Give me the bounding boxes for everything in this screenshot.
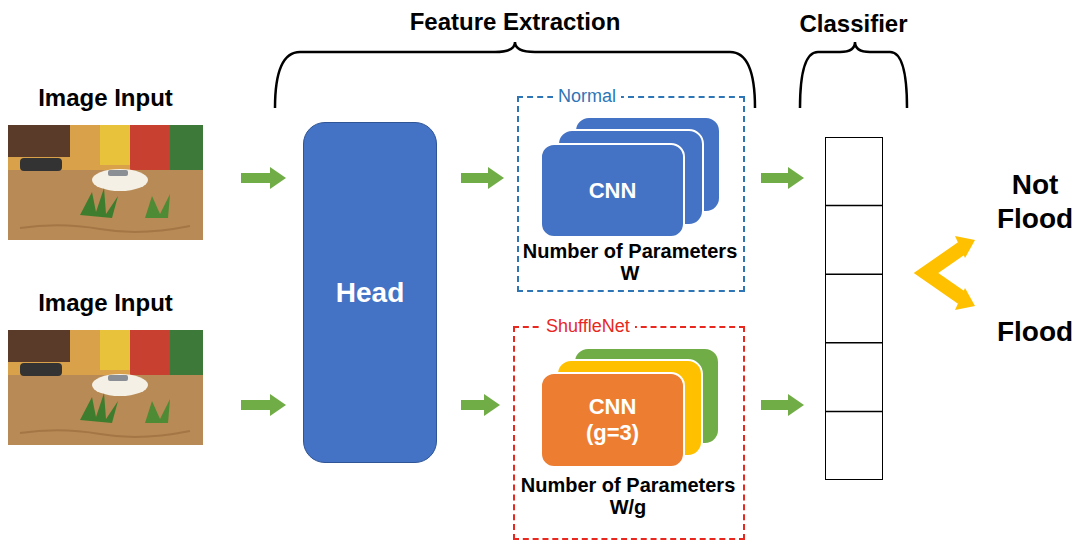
parameter-note: Number of Parameters W/g [518, 474, 738, 518]
section-heading: Classifier [754, 10, 954, 38]
dashed-group: NormalNumber of Parameters WCNN [517, 96, 745, 292]
input-heading: Image Input [8, 84, 203, 112]
class-label: Not Flood [982, 168, 1088, 236]
white-car [92, 169, 148, 191]
flow-arrow [461, 173, 488, 183]
shop-interior [8, 125, 70, 157]
yellow-wall [100, 125, 130, 165]
flood-photo [8, 125, 203, 240]
plant [145, 194, 170, 218]
classifier-cell-line [825, 411, 883, 413]
chevron-tip [955, 236, 975, 258]
car-window [108, 170, 128, 176]
building [8, 125, 203, 170]
dashed-group: ShuffleNetNumber of Parameters W/gCNN (g… [513, 326, 745, 540]
classifier-cell-line [825, 273, 883, 275]
plant [80, 188, 118, 218]
flow-arrow [761, 173, 788, 183]
curly-brace [800, 42, 907, 108]
class-label: Flood [982, 315, 1088, 349]
section-heading: Feature Extraction [365, 8, 665, 36]
choice-chevron [926, 248, 962, 298]
classifier-cell-line [825, 342, 883, 344]
chevron-tip [955, 288, 975, 310]
classifier-cell-line [825, 205, 883, 207]
head-block: Head [303, 122, 437, 463]
block-label: CNN [589, 178, 637, 204]
cnn-card: CNN [540, 143, 685, 238]
image-input-box: Image Input [8, 289, 203, 445]
cnn-card: CNN (g=3) [540, 372, 685, 468]
green-wall [170, 125, 203, 170]
classifier-column: Classifier [825, 137, 883, 480]
flow-arrow [241, 400, 270, 410]
red-wall [130, 125, 170, 170]
image-input-box: Image Input [8, 84, 203, 240]
input-heading: Image Input [8, 289, 203, 317]
flow-arrow [241, 173, 270, 183]
flood-water [8, 125, 203, 240]
flow-arrow [461, 400, 484, 410]
block-label: Head [336, 277, 404, 309]
group-title: Normal [553, 85, 621, 107]
parameter-note: Number of Parameters W [520, 240, 740, 284]
flow-arrow [761, 400, 788, 410]
dark-car [20, 158, 62, 171]
block-label: CNN (g=3) [573, 394, 653, 446]
water-ripple [20, 225, 190, 232]
group-title: ShuffleNet [541, 315, 635, 337]
flood-photo [8, 330, 203, 445]
curly-brace [275, 42, 755, 108]
